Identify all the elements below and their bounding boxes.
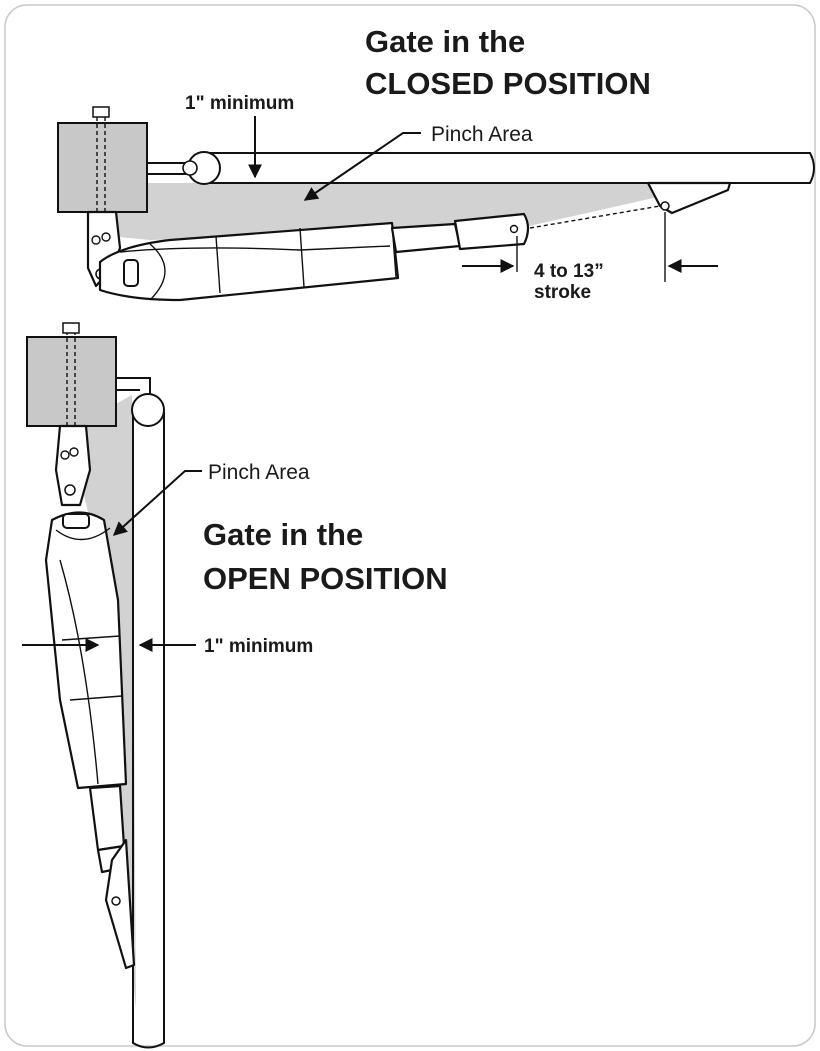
open-piston-rod [88,784,126,852]
open-post-bracket [54,424,92,507]
closed-gate-bracket [646,181,732,215]
open-heading-line1: Gate in the [203,517,363,552]
open-gate-rail [132,412,165,1049]
open-hinge [131,393,165,427]
open-minimum-label: 1" minimum [204,636,313,657]
open-bolt-icon [60,450,70,460]
closed-hinge-arm [147,162,186,175]
open-release-latch-icon [62,513,90,529]
open-post [26,336,117,427]
closed-gate-rail [200,152,815,184]
closed-bolt-head-icon [92,106,110,118]
closed-minimum-label: 1" minimum [185,93,294,114]
open-gate-bracket [104,838,136,970]
closed-heading-line1: Gate in the [365,24,525,59]
closed-release-latch-icon [123,259,139,287]
closed-position-illustration [57,106,815,302]
closed-post [57,122,148,213]
closed-piston-rod [390,222,462,254]
open-heading-line2: OPEN POSITION [203,561,448,596]
closed-operator-body [98,221,400,302]
closed-pinch-label: Pinch Area [431,123,533,146]
open-position-illustration [22,322,202,1049]
closed-stroke-label-line2: stroke [534,282,591,303]
open-pinch-label: Pinch Area [208,461,310,484]
closed-bolt-icon [91,235,101,245]
open-hinge-arm [116,377,151,394]
closed-travel-line [529,205,661,229]
closed-piston-tip [453,212,530,251]
diagram-frame [4,4,816,1047]
open-pinch-leader [112,470,202,536]
closed-heading-line2: CLOSED POSITION [365,66,651,101]
closed-stroke-label-line1: 4 to 13” [534,261,604,282]
closed-pinch-leader [303,132,421,201]
open-bolt-head-icon [62,322,80,334]
